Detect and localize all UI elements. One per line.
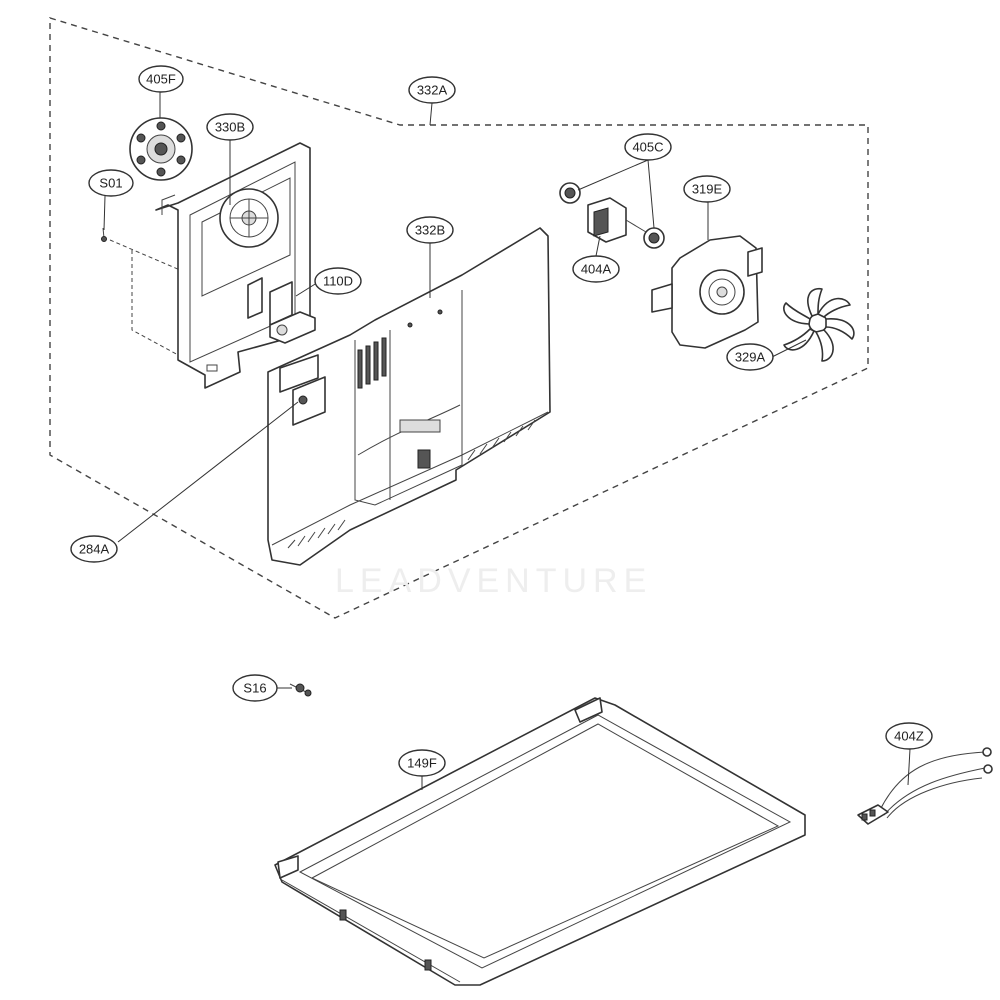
callout-404Z-label: 404Z: [894, 729, 924, 744]
part-330B-fan-shroud[interactable]: [155, 142, 311, 389]
callout-405C-label: 405C: [632, 140, 663, 155]
callout-330B-label: 330B: [215, 120, 245, 135]
callout-S16-label: S16: [243, 681, 266, 696]
part-284A-label-bracket[interactable]: [279, 354, 326, 426]
part-332B-evaporator-cover[interactable]: [267, 227, 551, 566]
part-149F-shelf[interactable]: [274, 697, 806, 986]
callout-405F-label: 405F: [146, 72, 176, 87]
callout-405F[interactable]: 405F: [138, 65, 184, 93]
leader-lines: [103, 92, 911, 790]
callout-330B[interactable]: 330B: [206, 113, 254, 141]
part-404Z-wire-harness[interactable]: [857, 747, 993, 825]
callout-404A[interactable]: 404A: [572, 255, 620, 283]
callout-110D-label: 110D: [323, 274, 353, 289]
part-S01-screw[interactable]: [101, 227, 181, 357]
callout-404Z[interactable]: 404Z: [885, 722, 933, 750]
callout-332B-label: 332B: [415, 223, 445, 238]
callout-149F[interactable]: 149F: [398, 749, 446, 777]
callout-329A-label: 329A: [735, 350, 766, 365]
callout-329A[interactable]: 329A: [726, 343, 774, 371]
part-110D-damper[interactable]: [247, 277, 316, 344]
callout-319E[interactable]: 319E: [683, 175, 731, 203]
lower-grille: [287, 419, 536, 549]
part-405F-grommet[interactable]: [129, 117, 193, 181]
callout-110D[interactable]: 110D: [314, 267, 362, 295]
part-405C-grommets[interactable]: [559, 182, 665, 249]
watermark-text: LEADVENTURE: [335, 562, 652, 600]
vent-slots: [357, 337, 387, 389]
part-319E-fan-housing[interactable]: [651, 235, 763, 349]
callout-332B[interactable]: 332B: [406, 216, 454, 244]
callout-404A-label: 404A: [581, 262, 612, 277]
callout-332A[interactable]: 332A: [408, 76, 456, 104]
part-404A-fan-motor[interactable]: [587, 197, 647, 243]
callout-284A-label: 284A: [79, 542, 110, 557]
callout-S16[interactable]: S16: [232, 674, 278, 702]
assembly-boundary-332A: [49, 17, 869, 619]
callout-405C[interactable]: 405C: [624, 133, 672, 161]
callout-319E-label: 319E: [692, 182, 723, 197]
callout-332A-label: 332A: [417, 83, 448, 98]
callout-149F-label: 149F: [407, 756, 437, 771]
watermark: LEADVENTURE: [335, 562, 652, 600]
callout-S01[interactable]: S01: [88, 169, 134, 197]
part-329A-fan-blade[interactable]: [783, 287, 855, 362]
part-S16-screw[interactable]: [289, 683, 312, 697]
callout-284A[interactable]: 284A: [70, 535, 118, 563]
callout-S01-label: S01: [99, 176, 122, 191]
